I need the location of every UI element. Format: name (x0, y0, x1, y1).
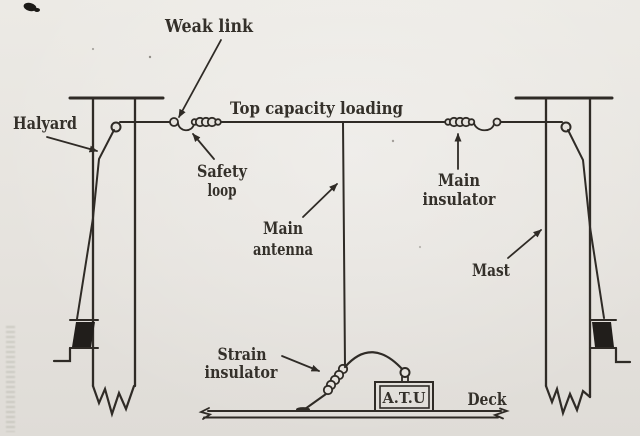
slack-loop-wire (473, 122, 495, 132)
deck-right-break (492, 407, 510, 420)
safety-loop-arrow (192, 133, 215, 160)
right-mast-break-jag (544, 384, 592, 417)
right-mast (514, 96, 614, 417)
main-antenna-wire (342, 121, 346, 367)
main-insulator-label-line1: Main (438, 171, 480, 190)
safety-loop-label-line2: loop (208, 181, 237, 200)
atu-unit (374, 367, 434, 412)
deck-label: Deck (468, 390, 508, 410)
strain-bead (322, 384, 334, 396)
atu-feed-ball (399, 367, 411, 378)
weak-link-label: Weak link (164, 17, 254, 37)
deck-lines (198, 407, 510, 420)
main-antenna-label-line2: antenna (253, 240, 313, 259)
left-halyard (52, 129, 115, 363)
ink-blob (34, 8, 40, 12)
bead-end-ring (214, 118, 222, 126)
weak-link-ring (169, 117, 179, 127)
paper-speck (391, 139, 395, 143)
left-mast (68, 96, 165, 418)
safety-loop-label-line1: Safety (197, 162, 247, 181)
main-antenna-arrow (302, 183, 338, 218)
right-counterweight (592, 322, 614, 347)
left-mast-break-jag (91, 384, 136, 418)
strain-insulator-assembly (296, 363, 349, 412)
halyard-label: Halyard (13, 114, 77, 133)
ink-blob (23, 2, 37, 12)
main-insulator-label-line2: insulator (423, 190, 496, 209)
right-halyard (567, 129, 632, 364)
deck-left-break (198, 407, 213, 420)
safety-loop-wire (177, 122, 195, 132)
mast-arrow (507, 229, 542, 259)
left-weight-cleat (52, 346, 72, 363)
weak-link-assembly (169, 116, 222, 132)
margin-watermark-text (6, 326, 15, 432)
right-weight-cleat (614, 346, 632, 364)
strain-insulator-label-line1: Strain (218, 345, 267, 364)
strain-insulator-label-line2: insulator (205, 363, 278, 382)
bead-end-ring (467, 118, 476, 126)
paper-speck (418, 245, 422, 249)
mast-label: Mast (472, 261, 510, 281)
diagram-labels: Weak link Top capacity loading Halyard S… (13, 17, 510, 410)
paper-speck (91, 47, 95, 51)
strain-insulator-arrow (281, 355, 320, 372)
callout-arrows (46, 39, 542, 372)
loop-end-ring (492, 117, 502, 127)
weak-link-arrow (178, 39, 222, 118)
main-antenna-label-line1: Main (263, 219, 303, 238)
feeder-jumper-wire (343, 351, 405, 372)
left-counterweight (72, 322, 95, 347)
right-halyard-rope (567, 129, 605, 319)
atu-label: A.T.U (382, 389, 426, 407)
left-halyard-rope (76, 129, 115, 320)
main-insulator-assembly (444, 116, 502, 132)
scan-artifacts (23, 2, 422, 249)
atu-box-inner (379, 385, 430, 409)
top-capacity-loading-label: Top capacity loading (230, 99, 403, 119)
paper-speck (148, 55, 152, 59)
strain-deck-wire (304, 393, 327, 410)
halyard-arrow (46, 136, 98, 153)
